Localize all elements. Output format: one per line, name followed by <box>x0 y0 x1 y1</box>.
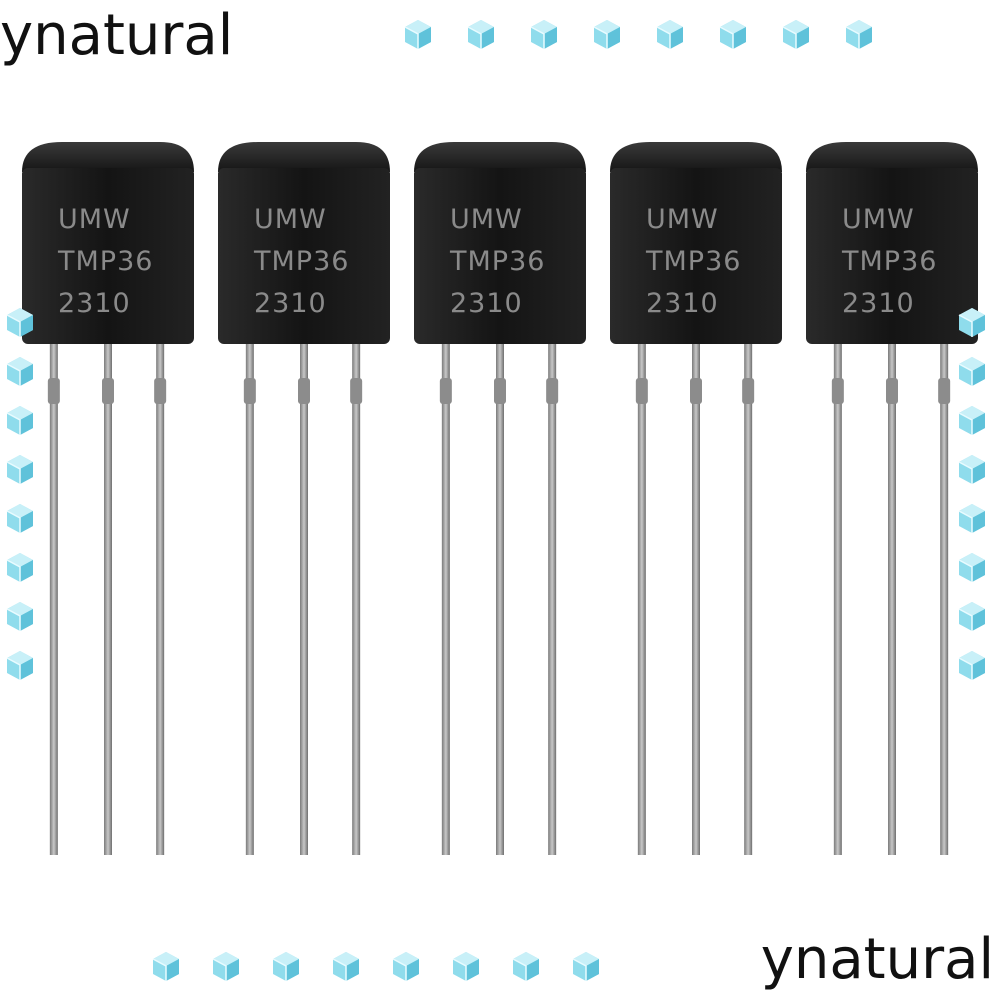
to92-component: UMW TMP36 2310 <box>218 142 390 855</box>
component-body <box>414 168 586 344</box>
to92-component: UMW TMP36 2310 <box>22 142 194 855</box>
watermark-bottom: ynatural <box>760 927 994 992</box>
ice-cube-icon <box>572 951 600 982</box>
lead-kink <box>102 378 114 404</box>
ice-cube-icon <box>467 19 495 50</box>
ice-cube-icon <box>958 405 986 436</box>
ice-cube-icon <box>958 503 986 534</box>
lead-pin <box>104 340 112 855</box>
marking-line2: TMP36 <box>57 246 153 277</box>
ice-cube-icon <box>6 503 34 534</box>
ice-cube-icon <box>958 552 986 583</box>
ice-cube-icon <box>332 951 360 982</box>
lead-pin <box>888 340 896 855</box>
lead-pin <box>49 340 58 855</box>
lead-pin <box>156 340 165 855</box>
body-cap <box>610 142 782 172</box>
ice-cube-icon <box>782 19 810 50</box>
lead-kink <box>742 378 755 404</box>
lead-pin <box>833 340 842 855</box>
ice-cube-icon <box>212 951 240 982</box>
to92-component: UMW TMP36 2310 <box>806 142 978 855</box>
marking-line1: UMW <box>254 204 327 235</box>
ice-cube-icon <box>958 454 986 485</box>
lead-kink <box>350 378 363 404</box>
ice-cube-icon <box>6 552 34 583</box>
marking-line1: UMW <box>842 204 915 235</box>
lead-pin <box>940 340 949 855</box>
marking-line2: TMP36 <box>253 246 349 277</box>
lead-pin <box>548 340 557 855</box>
lead-pin <box>441 340 450 855</box>
ice-cube-icon <box>530 19 558 50</box>
marking-line1: UMW <box>646 204 719 235</box>
ice-cube-icon <box>6 601 34 632</box>
component-body <box>806 168 978 344</box>
body-cap <box>218 142 390 172</box>
marking-line3: 2310 <box>254 288 327 319</box>
lead-kink <box>154 378 167 404</box>
ice-cube-icon <box>512 951 540 982</box>
lead-pin <box>496 340 504 855</box>
ice-cube-icon <box>656 19 684 50</box>
lead-pin <box>352 340 361 855</box>
ice-cube-icon <box>6 405 34 436</box>
component-body <box>22 168 194 344</box>
body-cap <box>806 142 978 172</box>
component-body <box>218 168 390 344</box>
lead-pin <box>637 340 646 855</box>
lead-kink <box>938 378 951 404</box>
marking-line3: 2310 <box>450 288 523 319</box>
lead-kink <box>47 378 60 404</box>
lead-pin <box>692 340 700 855</box>
ice-cube-icon <box>404 19 432 50</box>
ice-cube-icon <box>452 951 480 982</box>
ice-cube-icon <box>6 454 34 485</box>
watermark-top: ynatural <box>0 3 234 68</box>
marking-line3: 2310 <box>58 288 131 319</box>
ice-cube-icon <box>845 19 873 50</box>
ice-cube-icon <box>593 19 621 50</box>
marking-line3: 2310 <box>646 288 719 319</box>
lead-kink <box>635 378 648 404</box>
lead-pin <box>300 340 308 855</box>
lead-kink <box>243 378 256 404</box>
marking-line2: TMP36 <box>449 246 545 277</box>
marking-line1: UMW <box>450 204 523 235</box>
lead-kink <box>690 378 702 404</box>
marking-line2: TMP36 <box>645 246 741 277</box>
marking-line3: 2310 <box>842 288 915 319</box>
lead-kink <box>546 378 559 404</box>
marking-line2: TMP36 <box>841 246 937 277</box>
component-body <box>610 168 782 344</box>
lead-kink <box>494 378 506 404</box>
ice-cube-icon <box>958 650 986 681</box>
body-cap <box>22 142 194 172</box>
lead-kink <box>831 378 844 404</box>
ice-cube-icon <box>152 951 180 982</box>
lead-pin <box>744 340 753 855</box>
marking-line1: UMW <box>58 204 131 235</box>
ice-cube-icon <box>392 951 420 982</box>
ice-cube-icon <box>719 19 747 50</box>
ice-cube-icon <box>958 601 986 632</box>
lead-pin <box>245 340 254 855</box>
ice-cube-icon <box>958 356 986 387</box>
ice-cube-icon <box>6 650 34 681</box>
lead-kink <box>298 378 310 404</box>
lead-kink <box>439 378 452 404</box>
to92-component: UMW TMP36 2310 <box>610 142 782 855</box>
ice-cube-icon <box>6 356 34 387</box>
ice-cube-icon <box>272 951 300 982</box>
to92-component: UMW TMP36 2310 <box>414 142 586 855</box>
body-cap <box>414 142 586 172</box>
lead-kink <box>886 378 898 404</box>
